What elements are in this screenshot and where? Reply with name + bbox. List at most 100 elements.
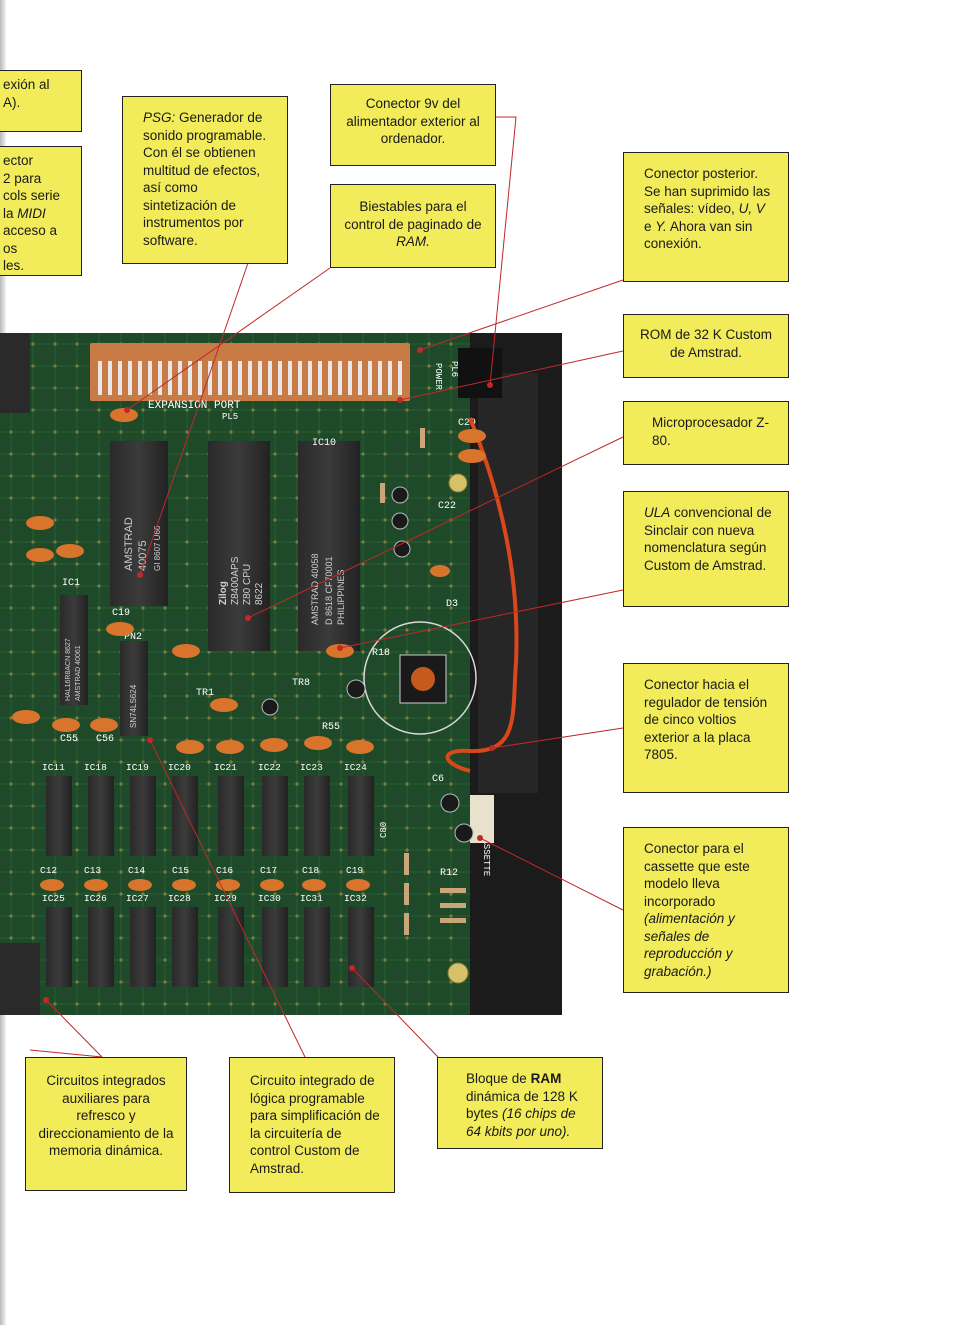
callout-cassette-italic: (alimentación y señales de reproducción …	[644, 911, 735, 979]
callout-regulador: Conector hacia el regulador de tensión d…	[623, 663, 789, 793]
callout-microprocesador: Microprocesador Z-80.	[623, 401, 789, 465]
callout-left-mid-line7: les.	[3, 258, 25, 273]
label-c22: C22	[438, 501, 456, 512]
callout-cassette: Conector para el cassette que este model…	[623, 827, 789, 993]
ic-row1-0: IC11	[42, 762, 65, 773]
expansion-port-label: EXPANSION PORT	[148, 400, 241, 412]
callout-rom-text: ROM de 32 K Custom de Amstrad.	[639, 327, 773, 360]
callout-posterior-text1: Conector posterior. Se han suprimido las…	[644, 166, 771, 216]
callout-psg: PSG: Generador de sonido programable. Co…	[122, 96, 288, 264]
callout-posterior-text2: e	[644, 218, 652, 234]
callout-regulador-text: Conector hacia el regulador de tensión d…	[644, 677, 768, 762]
label-c55: C55	[60, 734, 78, 745]
label-d3: D3	[446, 599, 458, 610]
psg-chip	[110, 441, 168, 606]
ic-row1-2: IC19	[126, 762, 149, 773]
callout-biestables: Biestables para el control de paginado d…	[330, 184, 496, 268]
pal-chip-line2: AMSTRAD 40061	[75, 645, 82, 701]
z80-chip	[208, 441, 270, 651]
pal-chip-line1: HAL16R8ACN 8627	[65, 638, 72, 701]
c-row1-2: C14	[128, 865, 145, 876]
callout-left-mid-line3: cols serie	[3, 188, 61, 203]
callout-psg-text: Generador de sonido programable. Con él …	[143, 110, 267, 248]
ic-row2-5: IC30	[258, 893, 281, 904]
ic-row2-4: IC29	[214, 893, 237, 904]
callout-posterior-text3: Ahora van sin conexión.	[644, 218, 753, 252]
motherboard-photo: EXPANSION PORT PL5 POWER PL6 AMSTRAD 400…	[0, 333, 562, 1015]
label-ic1: IC1	[62, 578, 80, 589]
callout-circuitos-text: Circuitos integrados auxiliares para ref…	[38, 1073, 174, 1158]
svg-text:C80: C80	[379, 822, 389, 838]
callout-conector-9v-text: Conector 9v del alimentador exterior al …	[346, 96, 480, 146]
callout-rom: ROM de 32 K Custom de Amstrad.	[623, 314, 789, 378]
callout-bloque-ram: Bloque de RAM dinámica de 128 K bytes (1…	[437, 1057, 603, 1149]
motherboard-illustration: EXPANSION PORT PL5 POWER PL6 AMSTRAD 400…	[0, 333, 562, 1015]
ic-row1-7: IC24	[344, 762, 367, 773]
callout-logica-programable: Circuito integrado de lógica programable…	[229, 1057, 395, 1193]
callout-biestables-text: Biestables para el control de paginado d…	[344, 199, 482, 232]
ula-chip-line3: PHILIPPINES	[336, 569, 346, 625]
callout-left-mid-partial: ector 2 para cols serie la MIDI acceso a…	[0, 146, 82, 276]
ic-row2-3: IC28	[168, 893, 191, 904]
callout-left-mid-line4: la	[3, 205, 14, 221]
c-row1-5: C17	[260, 865, 277, 876]
callout-posterior-uv: U, V	[738, 201, 765, 216]
pal-chip	[60, 595, 88, 705]
callout-biestables-ram: RAM.	[396, 234, 430, 249]
callout-left-top-line2: A).	[3, 94, 21, 110]
c-row1-0: C12	[40, 865, 57, 876]
ic-row1-1: IC18	[84, 762, 107, 773]
ula-chip-line2: D 8618 CF70001	[324, 556, 334, 625]
ls-chip-label: SN74LS624	[129, 684, 138, 728]
label-c29: C29	[458, 418, 476, 429]
ls-chip	[120, 641, 148, 736]
callout-conector-9v: Conector 9v del alimentador exterior al …	[330, 84, 496, 166]
callout-ula-lead: ULA	[644, 505, 671, 520]
label-c80: C80	[379, 822, 389, 838]
callout-ram-t2: dinámica de 128 K bytes	[466, 1088, 578, 1122]
c-row1-3: C15	[172, 865, 189, 876]
callout-left-mid-midi: MIDI	[17, 205, 46, 221]
label-tr8: TR8	[292, 678, 310, 689]
callout-left-mid-line6: os	[3, 240, 18, 256]
label-tr1: TR1	[196, 688, 214, 699]
c-row1-7: C19	[346, 865, 363, 876]
label-r18: R18	[372, 648, 390, 659]
callout-left-top-line1: exión al	[3, 77, 50, 92]
callout-conector-posterior: Conector posterior. Se han suprimido las…	[623, 152, 789, 282]
psg-chip-line1: AMSTRAD	[123, 517, 135, 571]
c-row1-1: C13	[84, 865, 101, 876]
label-pn2: PN2	[124, 632, 142, 643]
z80-chip-line3: Z80 CPU	[242, 564, 253, 605]
ic-row2-1: IC26	[84, 893, 107, 904]
ic-row1-5: IC22	[258, 762, 281, 773]
label-r12: R12	[440, 868, 458, 879]
psg-chip-line2: 40075	[137, 540, 149, 571]
svg-text:PL6: PL6	[449, 361, 459, 377]
psg-chip-line3: GI 8607 U66	[153, 525, 162, 571]
svg-text:POWER: POWER	[433, 363, 443, 391]
callout-ula: ULA convencional de Sinclair con nueva n…	[623, 491, 789, 607]
z80-chip-line4: 8622	[254, 582, 265, 605]
label-r55: R55	[322, 722, 340, 733]
label-ic10: IC10	[312, 438, 336, 449]
ic-row2-6: IC31	[300, 893, 323, 904]
callout-cassette-text: Conector para el cassette que este model…	[644, 841, 750, 909]
power-label: POWER	[433, 363, 443, 391]
c-row1-4: C16	[216, 865, 233, 876]
z80-chip-line2: Z8400APS	[230, 556, 241, 605]
c-row1-6: C18	[302, 865, 319, 876]
label-c56: C56	[96, 734, 114, 745]
pl5-label: PL5	[222, 412, 238, 422]
callout-ula-text: convencional de Sinclair con nueva nomen…	[644, 505, 772, 573]
callout-circuitos-auxiliares: Circuitos integrados auxiliares para ref…	[25, 1057, 187, 1191]
callout-left-mid-line1: ector	[3, 153, 34, 168]
callout-posterior-y: Y.	[655, 218, 667, 234]
callout-ram-bold: RAM	[530, 1071, 562, 1086]
ic-row2-7: IC32	[344, 893, 367, 904]
ic-row1-4: IC21	[214, 762, 237, 773]
callout-psg-lead: PSG:	[143, 110, 176, 125]
ic-row2-2: IC27	[126, 893, 149, 904]
z80-chip-line1: Zilog	[218, 581, 229, 605]
ic-row1-3: IC20	[168, 762, 191, 773]
